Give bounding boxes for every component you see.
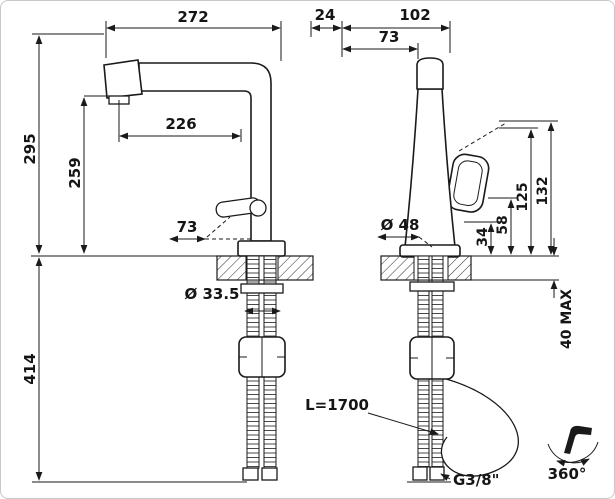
dimension-inner-reach: 226 xyxy=(118,100,242,142)
dimension-hole-diameter: Ø 33.5 xyxy=(185,285,281,315)
dim-414-label: 414 xyxy=(21,353,39,384)
side-base xyxy=(237,240,286,257)
front-view-faucet xyxy=(399,57,490,258)
dim-125-label: 125 xyxy=(515,182,531,211)
handle-hinge xyxy=(249,199,267,217)
front-handle xyxy=(446,153,490,213)
hose-length-label: L=1700 xyxy=(305,396,369,414)
dimension-deck-thickness: 40 MAX xyxy=(550,238,575,349)
dimension-hose-length: L=1700 xyxy=(305,396,439,435)
hoses-left xyxy=(238,255,286,481)
rotation-arrow-right xyxy=(556,441,599,467)
thread-label: G3/8" xyxy=(453,471,499,489)
dimension-thread: G3/8" xyxy=(440,471,499,489)
front-base xyxy=(399,244,461,258)
dimension-stack-right: 132 125 58 34 xyxy=(458,120,558,255)
dim-48-label: Ø 48 xyxy=(381,216,420,234)
dim-132-label: 132 xyxy=(535,176,551,205)
dim-24-label: 24 xyxy=(315,6,336,24)
dim-hole-dia-label: Ø 33.5 xyxy=(185,285,240,303)
dimension-offset: 24 xyxy=(310,6,343,57)
dim-295-label: 295 xyxy=(21,133,39,164)
counter-right xyxy=(380,255,559,281)
front-cap xyxy=(416,57,444,90)
dim-34-label: 34 xyxy=(475,227,491,247)
swivel-icon: 360° xyxy=(547,425,599,483)
dimension-height: 295 xyxy=(21,33,104,254)
dim-73-front-label: 73 xyxy=(379,28,400,46)
dim-226-label: 226 xyxy=(165,115,196,133)
pullout-hose-loop xyxy=(440,378,519,477)
mini-faucet-icon xyxy=(564,425,592,454)
dim-58-label: 58 xyxy=(495,215,511,234)
dim-40max-label: 40 MAX xyxy=(559,289,575,349)
dimension-handle-length: 73 xyxy=(169,216,253,243)
side-view-faucet xyxy=(103,59,286,257)
dimension-spout-height: 259 xyxy=(66,95,110,254)
dimension-base-diameter: Ø 48 xyxy=(377,216,433,248)
dim-259-label: 259 xyxy=(66,157,84,188)
dim-73-side-label: 73 xyxy=(177,218,198,236)
mounting-nut-right xyxy=(409,281,455,292)
dimension-top-width: 102 xyxy=(342,6,451,53)
mounting-nut-left xyxy=(240,283,284,294)
dim-102-label: 102 xyxy=(399,6,430,24)
hoses-right xyxy=(407,255,519,483)
swivel-label: 360° xyxy=(548,465,587,483)
dimension-reach: 272 xyxy=(105,8,282,61)
dimension-top-inner: 73 xyxy=(342,28,419,59)
spray-head xyxy=(103,59,143,99)
dimension-under-depth: 414 xyxy=(21,257,247,483)
dim-272-label: 272 xyxy=(177,8,208,26)
